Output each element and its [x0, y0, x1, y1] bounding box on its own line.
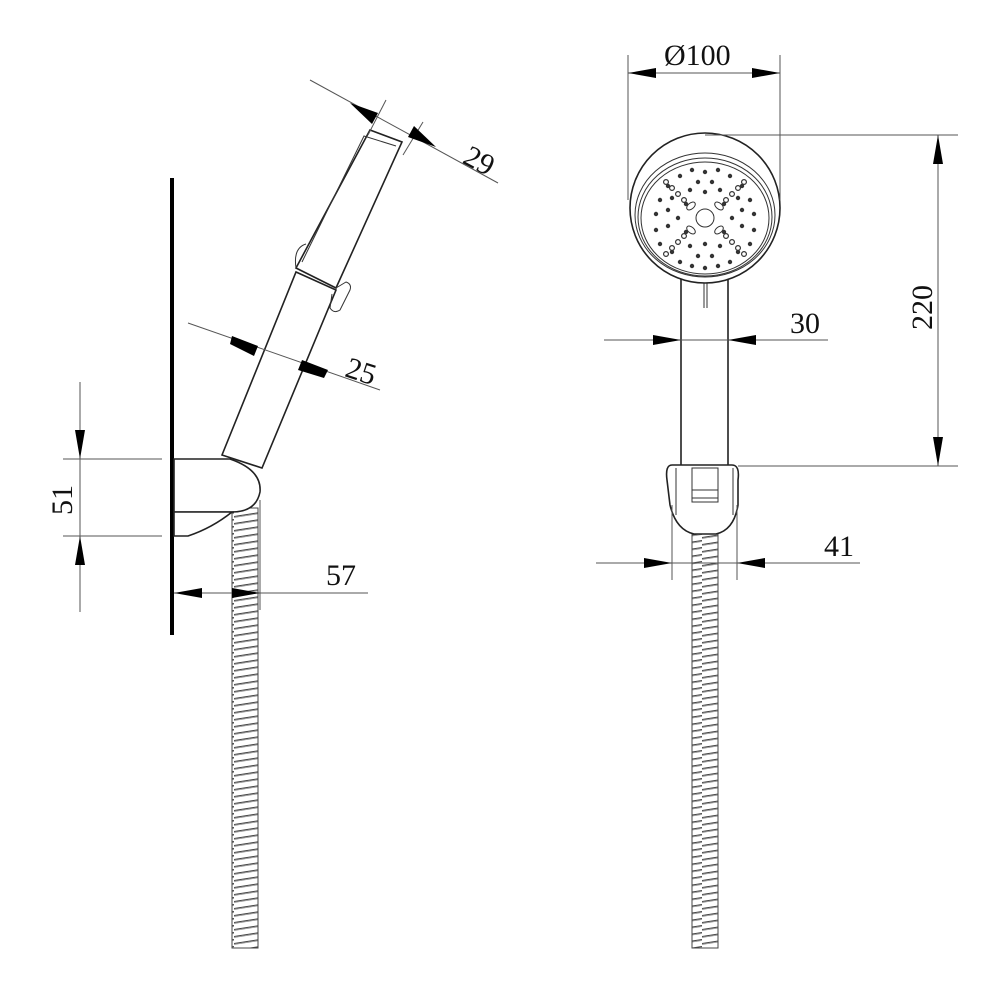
dim-head-diameter: Ø100 — [627, 39, 781, 200]
front-view: Ø100 220 30 41 — [596, 39, 958, 949]
hose-side — [231, 507, 259, 949]
dim-holder-height: 51 — [46, 382, 162, 612]
dim-30-label: 30 — [790, 307, 820, 340]
dim-41-label: 41 — [824, 530, 854, 563]
dim-handle-width-front: 30 — [604, 307, 828, 345]
nozzle-pattern — [653, 167, 757, 271]
dim-25-label: 25 — [342, 351, 381, 392]
dim-57-label: 57 — [326, 559, 356, 592]
dim-29-label: 29 — [458, 139, 500, 182]
dim-head-thickness: 29 — [309, 79, 500, 184]
dim-diameter-label: Ø100 — [664, 39, 731, 72]
hose-front — [691, 499, 719, 949]
side-view: 29 25 51 57 — [46, 79, 500, 949]
dim-220-label: 220 — [906, 285, 939, 330]
shower-head-front — [629, 132, 781, 284]
holder-side — [173, 458, 261, 537]
handset-side — [220, 129, 404, 469]
dim-holder-projection: 57 — [174, 500, 368, 610]
dim-holder-width: 41 — [596, 505, 860, 580]
dim-head-to-holder: 220 — [705, 134, 958, 467]
dim-51-label: 51 — [46, 485, 79, 515]
holder-front — [665, 464, 740, 535]
